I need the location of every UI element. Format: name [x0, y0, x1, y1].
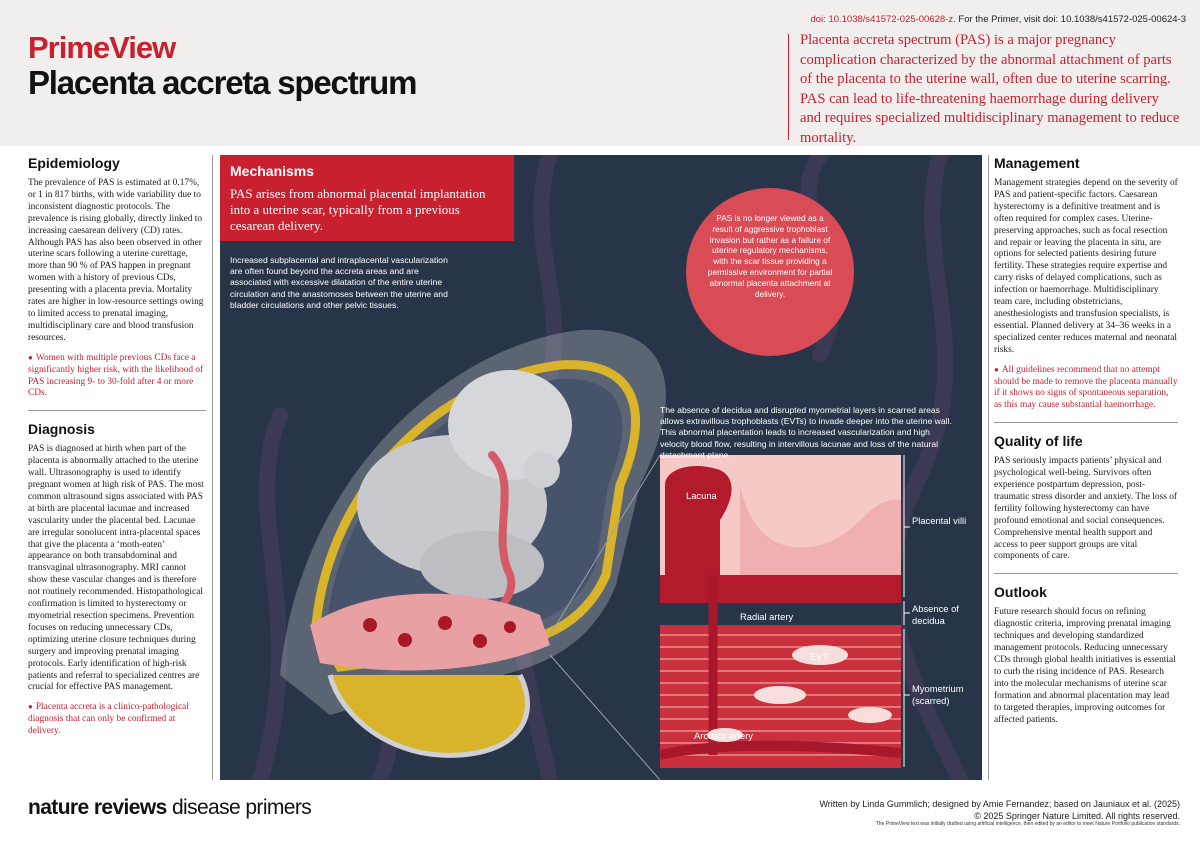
- section-divider: [994, 422, 1178, 424]
- label-placental-villi: Placental villi: [912, 515, 967, 526]
- logo-light: disease primers: [171, 796, 312, 819]
- management-body: Management strategies depend on the seve…: [994, 178, 1178, 355]
- label-absence-of-decidua: Absence of decidua: [912, 603, 959, 626]
- label-radial-artery: Radial artery: [740, 611, 794, 622]
- right-column: Management Management strategies depend …: [994, 155, 1178, 726]
- mechanisms-header-box: Mechanisms PAS arises from abnormal plac…: [220, 155, 514, 241]
- doi-article[interactable]: doi: 10.1038/s41572-025-00628-z.: [810, 14, 956, 25]
- management-heading: Management: [994, 155, 1080, 171]
- left-column: Epidemiology The prevalence of PAS is es…: [28, 155, 206, 738]
- doi-line: doi: 10.1038/s41572-025-00628-z. For the…: [810, 14, 1186, 25]
- page-title: Placenta accreta spectrum: [28, 64, 417, 101]
- label-arcuate-artery: Arcuate artery: [694, 730, 753, 741]
- brand-primeview: PrimeView: [28, 30, 176, 65]
- quality-of-life-body: PAS seriously impacts patients’ physical…: [994, 456, 1178, 562]
- intro-summary: Placenta accreta spectrum (PAS) is a maj…: [800, 32, 1180, 146]
- mechanisms-panel: Mechanisms PAS arises from abnormal plac…: [220, 155, 982, 780]
- logo-bold: nature reviews: [28, 796, 167, 819]
- ai-disclaimer: The PrimeView text was initially drafted…: [875, 821, 1180, 827]
- outlook-heading: Outlook: [994, 584, 1047, 601]
- label-lacuna: Lacuna: [686, 490, 717, 501]
- label-myometrium: Myometrium (scarred): [912, 683, 964, 706]
- intro-divider: [788, 34, 789, 140]
- column-divider-right: [988, 155, 989, 780]
- section-divider: [994, 573, 1178, 575]
- epidemiology-body: The prevalence of PAS is estimated at 0.…: [28, 178, 204, 343]
- credit-line: Written by Linda Gummlich; designed by A…: [819, 799, 1180, 809]
- placenta-illustration-icon: [252, 155, 968, 780]
- management-note: All guidelines recommend that no attempt…: [994, 364, 1178, 413]
- diagnosis-body: PAS is diagnosed at birth when part of t…: [28, 444, 204, 693]
- section-divider: [28, 410, 206, 412]
- diagnosis-note: Placenta accreta is a clinico-pathologic…: [28, 701, 206, 738]
- circle-callout: PAS is no longer viewed as a result of a…: [707, 213, 833, 299]
- label-evt: EVT: [810, 651, 829, 662]
- header-band: [0, 0, 1200, 146]
- quality-of-life-heading: Quality of life: [994, 433, 1083, 450]
- diagnosis-heading: Diagnosis: [28, 421, 95, 438]
- mechanisms-heading: Mechanisms: [230, 163, 315, 179]
- copyright-line: © 2025 Springer Nature Limited. All righ…: [974, 811, 1180, 821]
- mechanisms-body: Increased subplacental and intraplacenta…: [230, 255, 448, 310]
- evt-description: The absence of decidua and disrupted myo…: [660, 405, 952, 460]
- credit-block: Written by Linda Gummlich; designed by A…: [819, 798, 1180, 822]
- outlook-body: Future research should focus on refining…: [994, 607, 1176, 725]
- epidemiology-note: Women with multiple previous CDs face a …: [28, 352, 206, 401]
- journal-logo: nature reviews disease primers: [28, 796, 312, 820]
- epidemiology-heading: Epidemiology: [28, 155, 120, 171]
- mechanisms-subheading: PAS arises from abnormal placental impla…: [230, 186, 486, 233]
- column-divider-left: [212, 155, 213, 780]
- doi-primer[interactable]: For the Primer, visit doi: 10.1038/s4157…: [958, 14, 1186, 25]
